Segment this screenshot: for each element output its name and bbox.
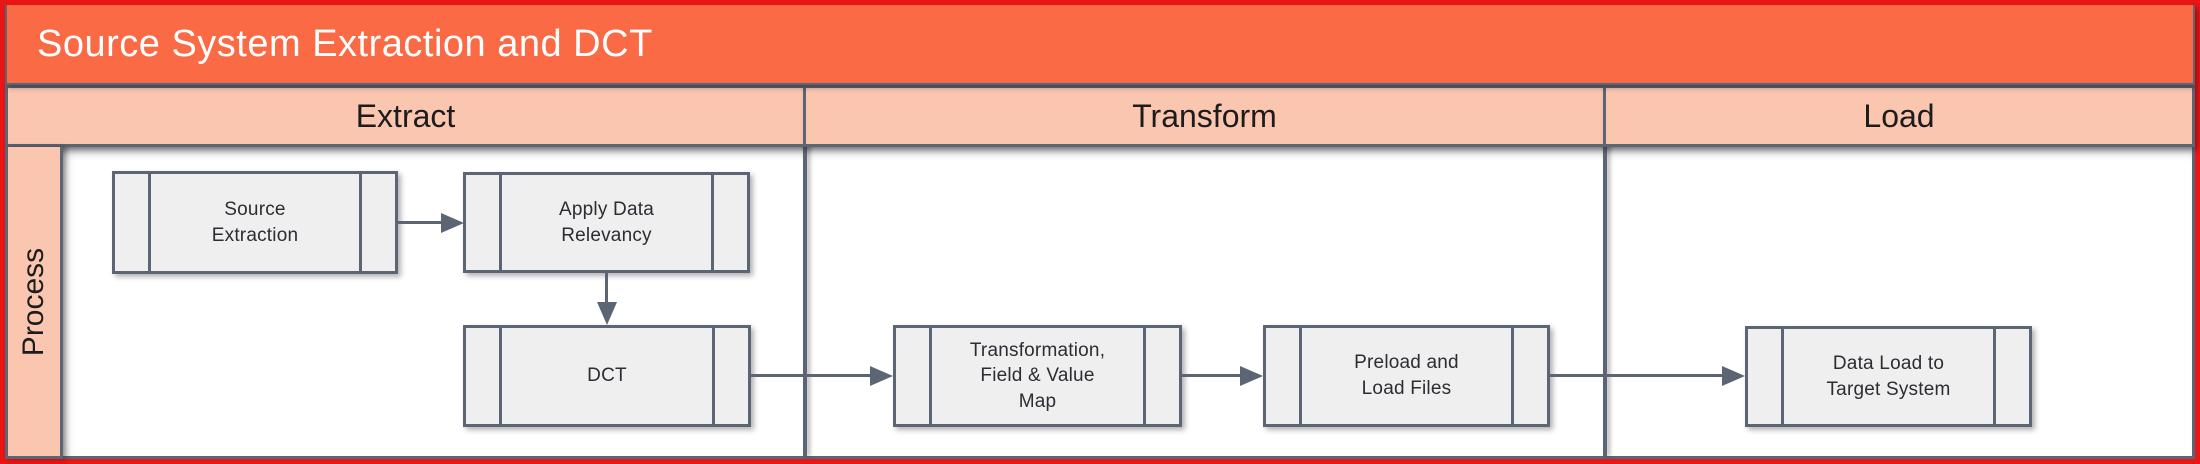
arrow-line [605,273,608,305]
subprocess-stripe-left [499,175,502,270]
subprocess-stripe-left [499,328,502,424]
arrow-head-icon [1240,366,1263,386]
subprocess-stripe-right [1993,329,1996,424]
divider-transform-load [1603,147,1607,456]
divider-extract-transform [803,147,807,456]
column-header-transform: Transform [803,85,1606,147]
subprocess-stripe-left [929,328,932,424]
column-header-extract: Extract [5,85,806,147]
arrow-line [398,221,443,224]
subprocess-stripe-right [712,328,715,424]
subprocess-stripe-right [1143,328,1146,424]
subprocess-stripe-right [1511,328,1514,424]
node-label: Source Extraction [211,198,299,246]
node-label: Apply Data Relevancy [559,198,654,246]
node-data-load-to-target-system[interactable]: Data Load to Target System [1745,326,2032,427]
arrow-line [751,374,873,377]
arrow-head-icon [441,213,464,233]
node-label: DCT [587,365,627,387]
arrow-head-icon [870,366,893,386]
node-dct[interactable]: DCT [463,325,751,427]
column-header-label: Extract [355,97,456,134]
subprocess-stripe-left [148,174,151,271]
column-header-load: Load [1603,85,2195,147]
node-label: Data Load to Target System [1826,352,1951,400]
node-source-extraction[interactable]: Source Extraction [112,171,398,274]
node-preload-and-load-files[interactable]: Preload and Load Files [1263,325,1550,427]
diagram-canvas: Source Extraction Apply Data Relevancy D… [63,147,2195,459]
process-lane-label: Process [17,247,50,356]
node-apply-data-relevancy[interactable]: Apply Data Relevancy [463,172,750,273]
arrow-line [1550,374,1725,377]
node-transformation-field-value-map[interactable]: Transformation, Field & Value Map [893,325,1182,427]
subprocess-stripe-left [1781,329,1784,424]
node-label: Preload and Load Files [1354,352,1459,399]
node-label: Transformation, Field & Value Map [969,339,1106,412]
subprocess-stripe-right [359,174,362,271]
diagram-title: Source System Extraction and DCT [37,22,653,65]
subprocess-stripe-right [711,175,714,270]
arrow-head-icon [597,302,617,325]
arrow-line [1182,374,1244,377]
process-lane-header: Process [5,147,63,459]
subprocess-stripe-left [1299,328,1302,424]
diagram-title-bar: Source System Extraction and DCT [5,5,2195,85]
arrow-head-icon [1722,366,1745,386]
column-header-label: Load [1863,97,1935,134]
column-header-label: Transform [1132,97,1277,134]
